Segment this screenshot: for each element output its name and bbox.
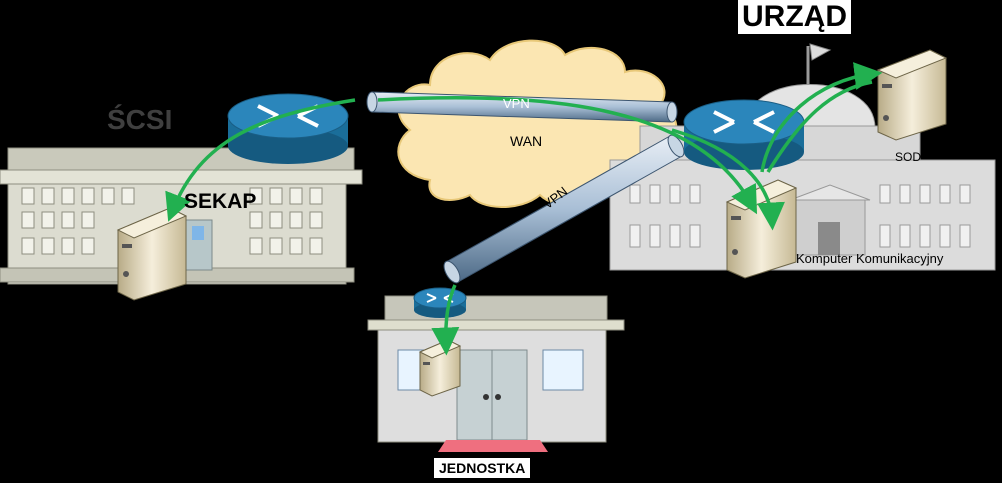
jednostka-building-icon (367, 295, 625, 452)
vpn-tunnel-diag (443, 134, 685, 284)
jednostka-label: JEDNOSTKA (434, 458, 531, 478)
sekap-label: SEKAP (184, 190, 257, 213)
carpet (438, 440, 548, 452)
flag-icon (809, 43, 832, 61)
urzad-building-icon (609, 43, 996, 271)
scsi-label: ŚCSI (107, 104, 173, 135)
server-icon (876, 49, 948, 141)
data-flow-arrows (165, 62, 883, 356)
sod-label: SOD (895, 150, 922, 164)
wan-label: WAN (510, 133, 543, 149)
komputer-label: Komputer Komunikacyjny (796, 251, 944, 266)
vpn-top-label: VPN (503, 96, 530, 111)
wan-cloud-icon (397, 39, 678, 208)
router-icon (683, 99, 805, 170)
router-icon (413, 287, 467, 318)
urzad-label: URZĄD (738, 0, 851, 34)
